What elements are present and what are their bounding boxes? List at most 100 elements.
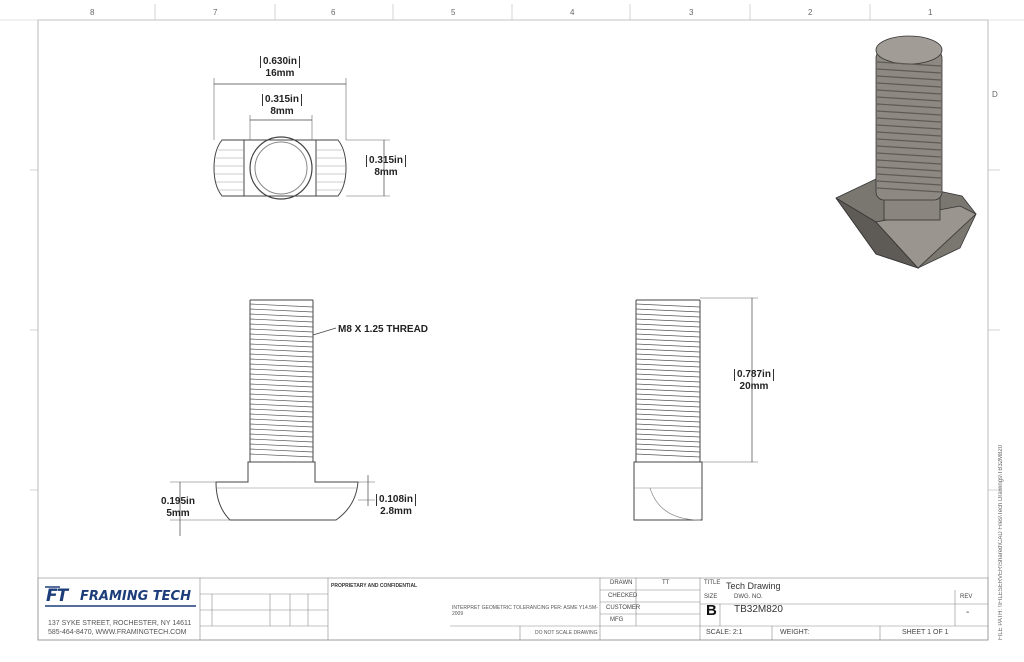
thread-line: [249, 433, 314, 438]
thread-line: [249, 318, 314, 323]
thread-line: [635, 388, 701, 393]
thread-line: [876, 96, 942, 102]
thread-line: [876, 138, 942, 144]
dimension-top-width: 0.630in 16mm: [250, 56, 310, 80]
side-view: [633, 297, 758, 521]
weight-text: WEIGHT:: [780, 629, 810, 636]
thread-line: [249, 353, 314, 358]
dimension-value-mm: 2.8mm: [380, 506, 412, 517]
thread-line: [876, 145, 942, 151]
top-view: [213, 78, 390, 200]
size-value: B: [706, 602, 717, 619]
ruler-label: D: [992, 90, 998, 99]
thread-line: [249, 408, 314, 413]
thread-line: [635, 358, 701, 363]
thread-line: [635, 338, 701, 343]
company-address: 137 SYKE STREET, ROCHESTER, NY 14611: [48, 620, 192, 627]
drawn-label: DRAWN: [610, 580, 633, 586]
thread-line: [635, 413, 701, 418]
dimension-value-in: 0.195in: [161, 496, 195, 507]
thread-line: [635, 308, 701, 313]
front-view: [170, 299, 375, 536]
size-label: SIZE: [704, 594, 718, 600]
do-not-scale-note: DO NOT SCALE DRAWING: [535, 630, 598, 636]
thread-line: [249, 388, 314, 393]
dimension-top-height: 0.315in 8mm: [358, 155, 414, 179]
thread-line: [876, 75, 942, 81]
thread-line: [249, 423, 314, 428]
thread-line: [635, 378, 701, 383]
thread-line: [635, 353, 701, 358]
thread-line: [876, 131, 942, 137]
dimension-bore: 0.315in 8mm: [252, 94, 312, 118]
dimension-value-mm: 20mm: [739, 381, 769, 392]
thread-line: [249, 313, 314, 318]
thread-line: [249, 448, 314, 453]
thread-line: [876, 124, 942, 130]
thread-line: [635, 333, 701, 338]
thread-line: [876, 187, 942, 193]
thread-line: [876, 82, 942, 88]
thread-line: [635, 398, 701, 403]
mfg-label: MFG: [610, 617, 624, 623]
scale-text: SCALE: 2:1: [706, 629, 743, 636]
thread-line: [876, 110, 942, 116]
thread-line: [249, 358, 314, 363]
rev-value: -: [966, 607, 970, 618]
thread-line: [635, 433, 701, 438]
dimension-value-mm: 8mm: [374, 167, 398, 178]
thread-line: [635, 303, 701, 308]
thread-line: [635, 318, 701, 323]
framing-tech-logo: [45, 586, 196, 607]
thread-line: [249, 403, 314, 408]
thread-line: [249, 398, 314, 403]
ruler-label: 8: [90, 8, 95, 17]
thread-line: [876, 117, 942, 123]
thread-line: [635, 323, 701, 328]
thread-line: [249, 308, 314, 313]
thread-line: [635, 443, 701, 448]
dimension-length: 0.787in 20mm: [726, 369, 782, 393]
dimension-head-step: 0.108in 2.8mm: [368, 494, 424, 518]
thread-line: [249, 328, 314, 333]
thread-line: [249, 373, 314, 378]
thread-line: [635, 448, 701, 453]
dwg-no-value: TB32M820: [734, 604, 783, 615]
thread-line: [249, 428, 314, 433]
thread-line: [635, 418, 701, 423]
thread-line: [249, 363, 314, 368]
ruler-label: 7: [213, 8, 218, 17]
file-path-text: FILE PATH: \\FILESERVER\Shared\CAD Files…: [998, 444, 1004, 640]
thread-line: [635, 428, 701, 433]
thread-line: [249, 443, 314, 448]
thread-line: [635, 348, 701, 353]
drawing-title: Tech Drawing: [726, 581, 781, 591]
dimension-value-mm: 16mm: [265, 68, 295, 79]
proprietary-heading: PROPRIETARY AND CONFIDENTIAL: [331, 583, 418, 589]
isometric-render: [835, 35, 977, 269]
thread-line: [249, 378, 314, 383]
thread-line: [249, 323, 314, 328]
thread-line: [249, 383, 314, 388]
thread-line: [249, 453, 314, 458]
thread-line: [249, 348, 314, 353]
ruler-label: 5: [451, 8, 456, 17]
dimension-value-in: 0.108in: [376, 494, 416, 506]
thread-line: [876, 166, 942, 172]
logo-initials: FT: [46, 586, 68, 606]
thread-line: [876, 89, 942, 95]
thread-line: [635, 383, 701, 388]
title-block: [37, 577, 989, 641]
dimension-value-in: 0.787in: [734, 369, 774, 381]
title-label: TITLE: [704, 580, 721, 586]
thread-line: [876, 61, 942, 67]
dimension-value-in: 0.315in: [366, 155, 406, 167]
thread-line: [876, 159, 942, 165]
thread-callout: M8 X 1.25 THREAD: [338, 324, 429, 335]
thread-line: [635, 328, 701, 333]
thread-line: [249, 343, 314, 348]
ruler-label: 6: [331, 8, 336, 17]
dimension-value-in: 0.630in: [260, 56, 300, 68]
tolerance-note: INTERPRET GEOMETRIC TOLERANCING PER: ASM…: [452, 605, 598, 617]
thread-line: [249, 303, 314, 308]
